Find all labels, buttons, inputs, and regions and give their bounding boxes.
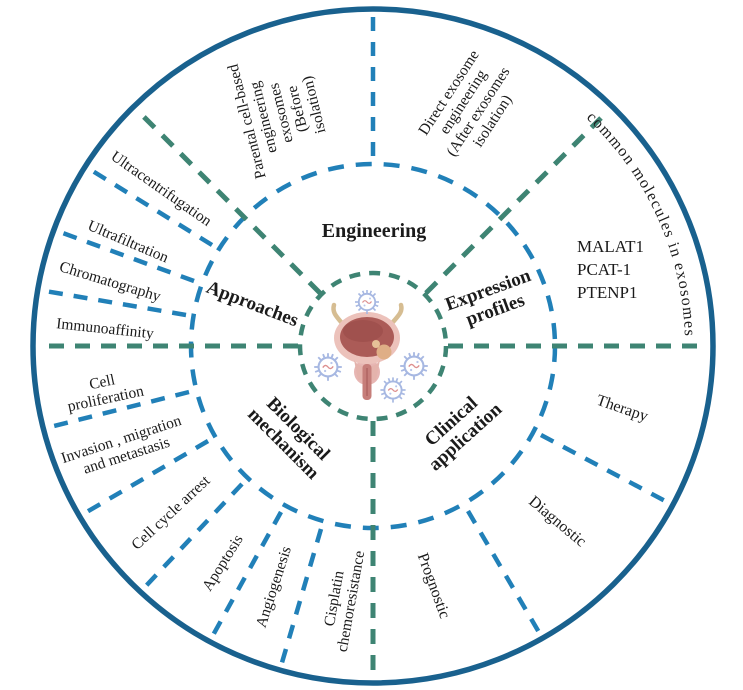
sep-invasion-cellcycle — [83, 439, 210, 515]
bladder-shading — [343, 320, 383, 342]
sector-boundary-lines — [40, 111, 707, 679]
sep-ultrafiltration-chromatography — [59, 229, 195, 284]
sep-chromatography-immunoaffinity — [44, 288, 187, 318]
ureter-right — [390, 302, 404, 325]
outer-circle — [30, 6, 716, 686]
ureter-left — [331, 302, 344, 325]
sep-proliferation-invasion — [49, 389, 190, 430]
exosome-icon — [379, 376, 407, 404]
boundary-approaches-engineering — [138, 111, 322, 295]
bladder-lesion-large — [376, 344, 392, 360]
sep-prognostic-diagnostic — [466, 509, 542, 636]
bladder-lesion-small — [372, 340, 380, 348]
boundary-engineering-expression — [424, 116, 603, 295]
sep-ultracentrifugation-ultrafiltration — [89, 168, 214, 247]
exosome-icon — [354, 289, 380, 315]
inner-dashed-ring — [297, 270, 449, 422]
sep-angiogenesis-cisplatin — [278, 528, 324, 667]
label-common-molecules-curve: common molecules in exosomes — [583, 109, 698, 337]
sep-cellcycle-apoptosis — [142, 482, 244, 590]
sep-apoptosis-angiogenesis — [210, 510, 283, 639]
bladder-illustration — [331, 302, 404, 400]
exosome-icon — [399, 351, 429, 381]
sep-diagnostic-therapy — [539, 433, 669, 504]
label-common-molecules: common molecules in exosomes — [583, 109, 697, 337]
exosome-icon — [313, 352, 343, 382]
